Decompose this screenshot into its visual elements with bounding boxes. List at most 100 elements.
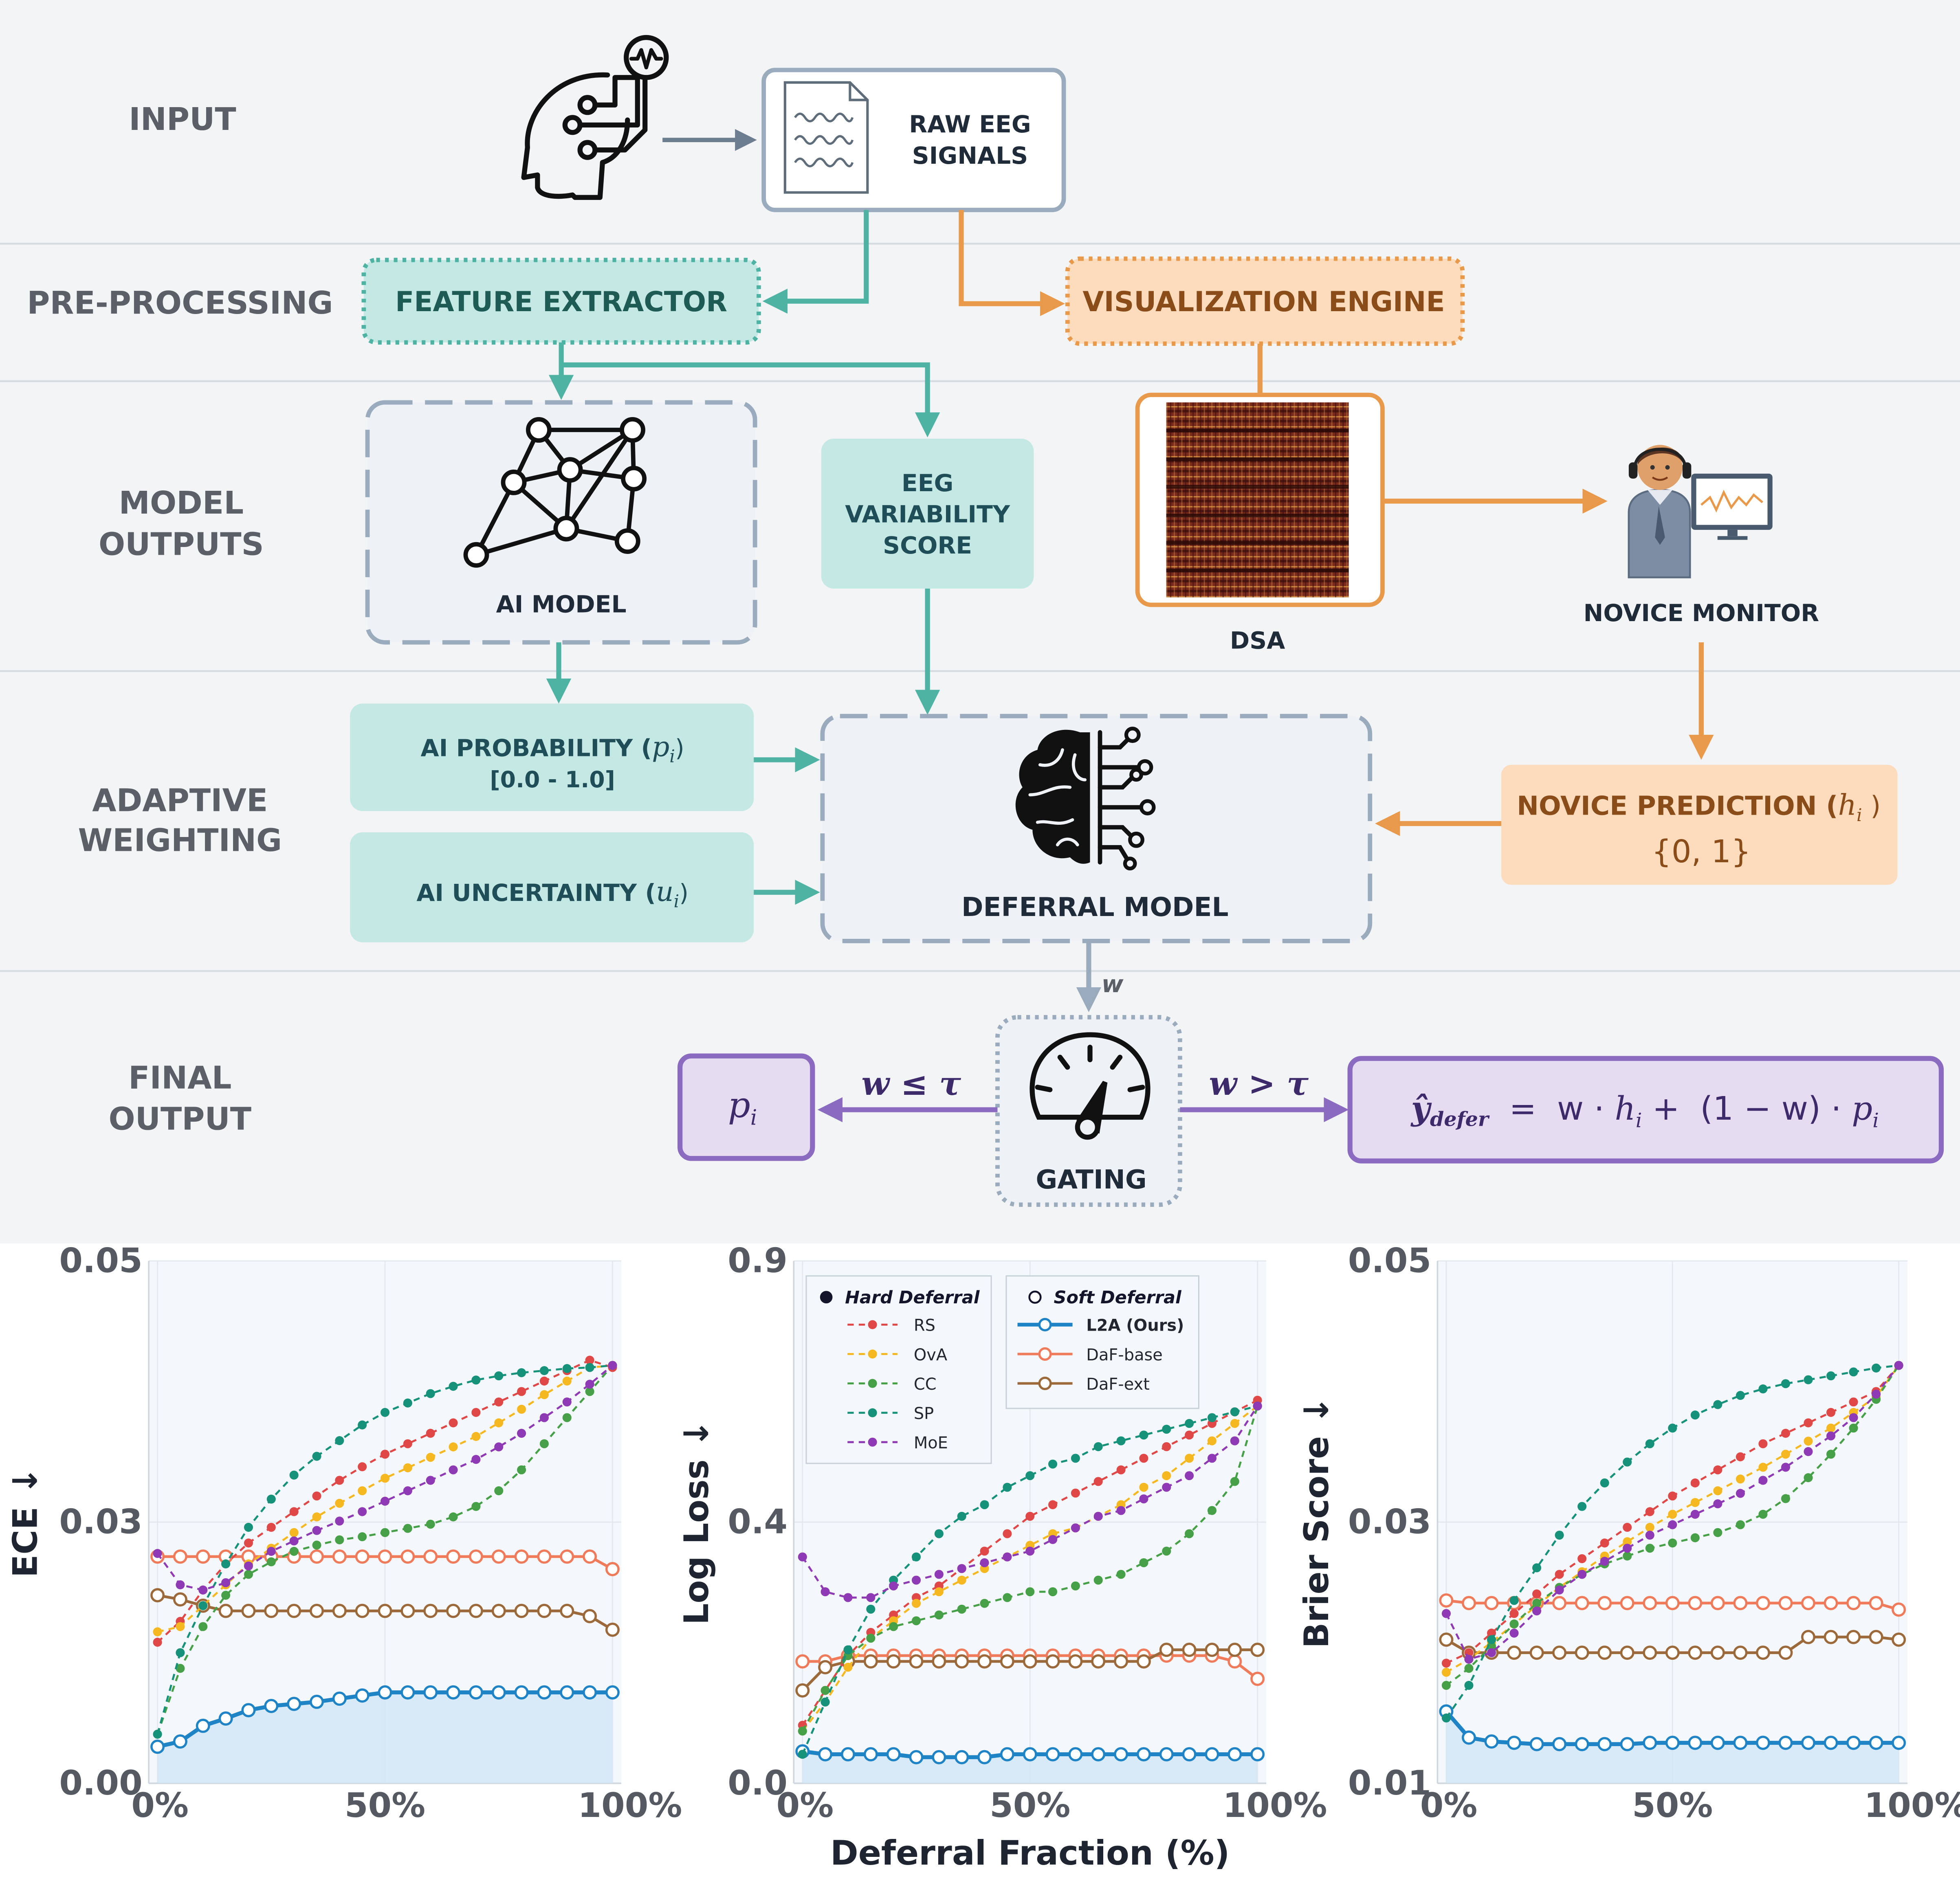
data-point: [471, 1432, 481, 1441]
data-point: [1804, 1437, 1813, 1446]
data-point: [1892, 1632, 1906, 1647]
raw-eeg-node: RAW EEG SIGNALS: [761, 68, 1066, 212]
deferral-model-label: DEFERRAL MODEL: [961, 892, 1228, 923]
series-line: [156, 1364, 614, 1591]
data-point: [378, 1685, 392, 1700]
data-point: [605, 1562, 620, 1577]
data-point: [1736, 1391, 1745, 1400]
x-tick-label: 100%: [1223, 1786, 1327, 1825]
data-point: [955, 1654, 969, 1669]
data-point: [980, 1500, 989, 1509]
series-daf-ext: [150, 1588, 620, 1637]
legend-hard-marker: [820, 1291, 833, 1304]
legend-swatch-marker: [868, 1320, 877, 1329]
data-point: [1045, 1654, 1060, 1669]
y-axis-label: Brier Score ↓: [1297, 1396, 1336, 1648]
formula-p: p: [1852, 1090, 1872, 1127]
ai-uncertainty-var: u: [656, 875, 673, 907]
data-point: [1555, 1531, 1564, 1540]
legend-swatch-marker: [1038, 1318, 1052, 1331]
data-point: [1781, 1429, 1791, 1438]
data-point: [866, 1634, 876, 1643]
data-point: [198, 1601, 208, 1610]
data-point: [289, 1547, 299, 1556]
data-point: [153, 1627, 162, 1637]
data-point: [583, 1609, 597, 1623]
ai-uncertainty-label: AI UNCERTAINTY (: [416, 879, 656, 907]
data-point: [980, 1547, 989, 1556]
data-point: [1532, 1589, 1542, 1599]
x-tick-label: 50%: [990, 1786, 1070, 1825]
data-point: [221, 1590, 231, 1600]
data-point: [1620, 1645, 1634, 1660]
data-point: [1575, 1737, 1589, 1751]
data-point: [1710, 1645, 1725, 1660]
gauge-icon: [1029, 1032, 1150, 1140]
data-point: [469, 1604, 483, 1618]
data-point: [1003, 1529, 1012, 1538]
data-point: [1464, 1654, 1474, 1664]
feature-extractor-node: FEATURE EXTRACTOR: [361, 257, 761, 345]
data-point: [517, 1387, 526, 1396]
data-point: [1778, 1596, 1793, 1610]
stage-input-label: INPUT: [129, 101, 236, 138]
data-point: [1600, 1557, 1609, 1566]
data-point: [1623, 1537, 1632, 1547]
data-point: [1227, 1654, 1242, 1669]
data-point: [1068, 1747, 1083, 1762]
data-point: [1185, 1454, 1194, 1463]
data-point: [886, 1747, 901, 1762]
data-point: [1071, 1488, 1080, 1498]
x-tick-label: 0%: [131, 1786, 189, 1825]
novice-monitor-label: NOVICE MONITOR: [1584, 599, 1819, 627]
data-point: [289, 1470, 299, 1480]
data-point: [539, 1366, 549, 1375]
data-point: [446, 1604, 461, 1618]
data-point: [176, 1580, 185, 1590]
data-point: [1250, 1672, 1265, 1686]
data-point: [605, 1685, 620, 1700]
novice-prediction-node: NOVICE PREDICTION (hi ) {0, 1}: [1501, 764, 1898, 885]
data-point: [798, 1552, 807, 1562]
data-point: [562, 1364, 572, 1373]
formula-p-sub: i: [1872, 1109, 1879, 1132]
data-point: [1529, 1737, 1544, 1751]
data-point: [380, 1496, 390, 1506]
output-formula-text: ŷdefer = w · hi + (1 − w) · pi: [1410, 1089, 1879, 1132]
data-point: [1872, 1389, 1881, 1399]
data-point: [1846, 1735, 1861, 1750]
data-point: [1690, 1509, 1700, 1519]
data-point: [1600, 1478, 1609, 1487]
data-point: [176, 1648, 185, 1657]
series-moe: [798, 1402, 1262, 1602]
data-point: [1487, 1635, 1496, 1644]
data-point: [889, 1622, 898, 1631]
data-point: [1227, 1643, 1242, 1657]
data-point: [1620, 1737, 1634, 1751]
data-point: [310, 1604, 324, 1618]
data-point: [537, 1604, 552, 1618]
neural-network-icon: [463, 417, 647, 568]
data-point: [1114, 1654, 1128, 1669]
data-point: [1093, 1511, 1103, 1521]
data-point: [1690, 1410, 1700, 1420]
data-point: [562, 1397, 572, 1407]
data-point: [863, 1747, 878, 1762]
data-point: [173, 1734, 187, 1749]
series-line: [801, 1405, 1258, 1599]
data-point: [1529, 1645, 1544, 1660]
data-point: [1733, 1645, 1748, 1660]
legend-item-label: DaF-base: [1086, 1346, 1163, 1364]
data-point: [426, 1389, 435, 1398]
data-point: [1071, 1454, 1080, 1463]
data-point: [539, 1390, 549, 1399]
data-point: [1441, 1681, 1451, 1690]
data-point: [866, 1604, 876, 1614]
data-point: [449, 1465, 458, 1474]
data-point: [957, 1511, 966, 1521]
data-point: [241, 1604, 256, 1618]
gating-node: GATING: [995, 1015, 1182, 1207]
data-point: [1826, 1423, 1836, 1433]
